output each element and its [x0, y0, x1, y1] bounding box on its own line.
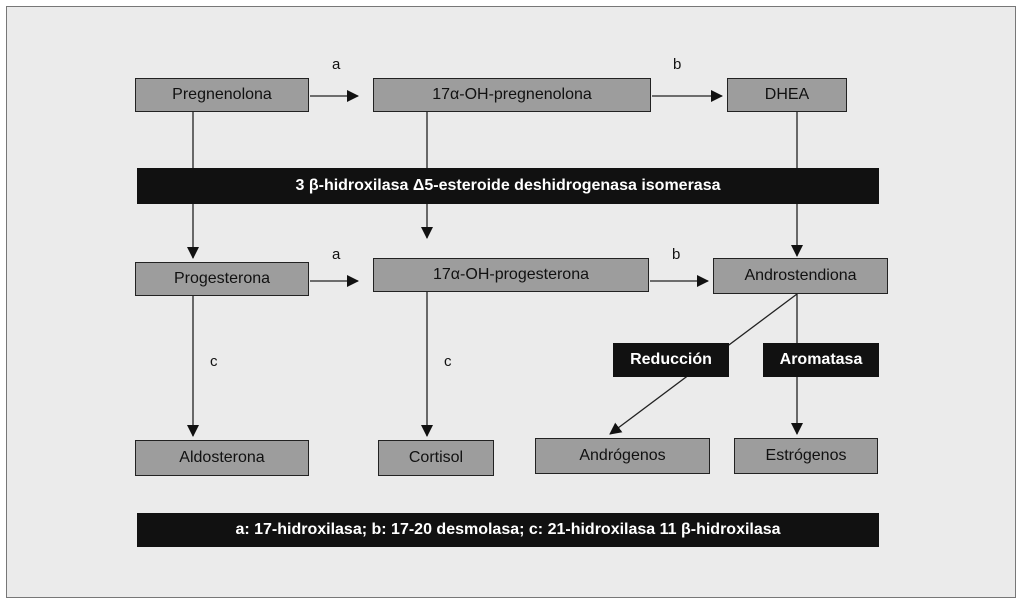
edge-label-b-top: b — [673, 56, 682, 73]
edge-label-b-middle: b — [672, 246, 681, 263]
node-pregnenolona: Pregnenolona — [135, 78, 309, 112]
legend-bar: a: 17-hidroxilasa; b: 17-20 desmolasa; c… — [137, 513, 879, 547]
node-estrogenos: Estrógenos — [734, 438, 878, 474]
node-dhea: DHEA — [727, 78, 847, 112]
node-17oh-progesterona: 17α-OH-progesterona — [373, 258, 649, 292]
node-cortisol: Cortisol — [378, 440, 494, 476]
edge-label-c-center: c — [444, 353, 452, 370]
node-progesterona: Progesterona — [135, 262, 309, 296]
enzyme-bar-isomerasa: 3 β-hidroxilasa Δ5-esteroide deshidrogen… — [137, 168, 879, 204]
enzyme-label-aromatasa: Aromatasa — [763, 343, 879, 377]
node-androgenos: Andrógenos — [535, 438, 710, 474]
node-17oh-pregnenolona: 17α-OH-pregnenolona — [373, 78, 651, 112]
enzyme-label-reduccion: Reducción — [613, 343, 729, 377]
node-aldosterona: Aldosterona — [135, 440, 309, 476]
edge-label-a-top: a — [332, 56, 341, 73]
node-androstendiona: Androstendiona — [713, 258, 888, 294]
edge-label-a-middle: a — [332, 246, 341, 263]
edge-label-c-left: c — [210, 353, 218, 370]
